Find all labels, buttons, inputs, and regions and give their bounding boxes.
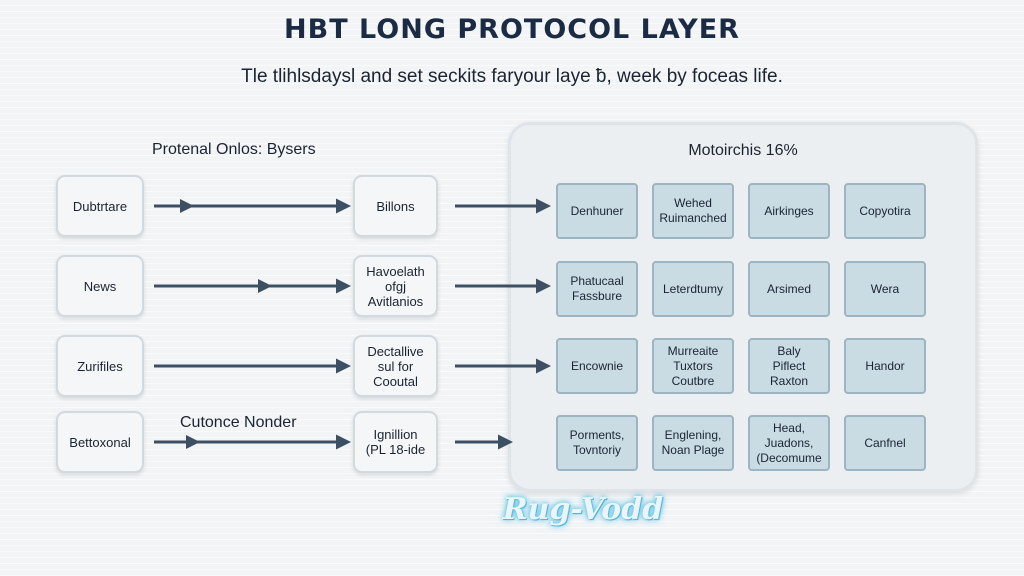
grid-cell: Handor: [844, 338, 926, 394]
arrow-tick-2: [258, 279, 272, 293]
grid-cell: Baly Piflect Raxton: [748, 338, 830, 394]
left-heading: Protenal Onlos: Bysers: [152, 141, 316, 158]
source-node-3: Zurifiles: [56, 335, 144, 397]
grid-cell: Airkinges: [748, 183, 830, 239]
grid-cell: Murreaite Tuxtors Coutbre: [652, 338, 734, 394]
grid-cell: Phatucaal Fassbure: [556, 261, 638, 317]
source-node-1: Dubtrtare: [56, 175, 144, 237]
page-title: HBT LONG PROTOCOL LAYER: [284, 14, 740, 45]
grid-cell: Head, Juadons, (Decomume: [748, 415, 830, 471]
arrow-tick-4: [186, 435, 200, 449]
grid-cell: Wera: [844, 261, 926, 317]
grid-cell: Denhuner: [556, 183, 638, 239]
edge-label: Cutonce Nonder: [180, 414, 297, 431]
page-subtitle: Tle tlihlsdaysl and set seckits faryour …: [241, 66, 783, 87]
source-node-4: Bettoxonal: [56, 411, 144, 473]
arrow-tick-1: [180, 199, 194, 213]
grid-cell: Porments, Tovntoriy: [556, 415, 638, 471]
grid-cell: Leterdtumy: [652, 261, 734, 317]
grid-cell: Arsimed: [748, 261, 830, 317]
middle-node-1: Billons: [353, 175, 438, 237]
middle-node-3: Dectallive sul for Cooutal: [353, 335, 438, 397]
grid-cell: Wehed Ruimanched: [652, 183, 734, 239]
middle-node-4: Ignillion (PL 18-ide: [353, 411, 438, 473]
middle-node-2: Havoelath ofgj Avitlanios: [353, 255, 438, 317]
grid-cell: Encownie: [556, 338, 638, 394]
source-node-2: News: [56, 255, 144, 317]
grid-cell: Copyotira: [844, 183, 926, 239]
panel-title: Motoirchis 16%: [688, 142, 798, 159]
grid-cell: Englening, Noan Plage: [652, 415, 734, 471]
grid-cell: Canfnel: [844, 415, 926, 471]
watermark-logo: Rug-Vodd: [502, 492, 664, 527]
